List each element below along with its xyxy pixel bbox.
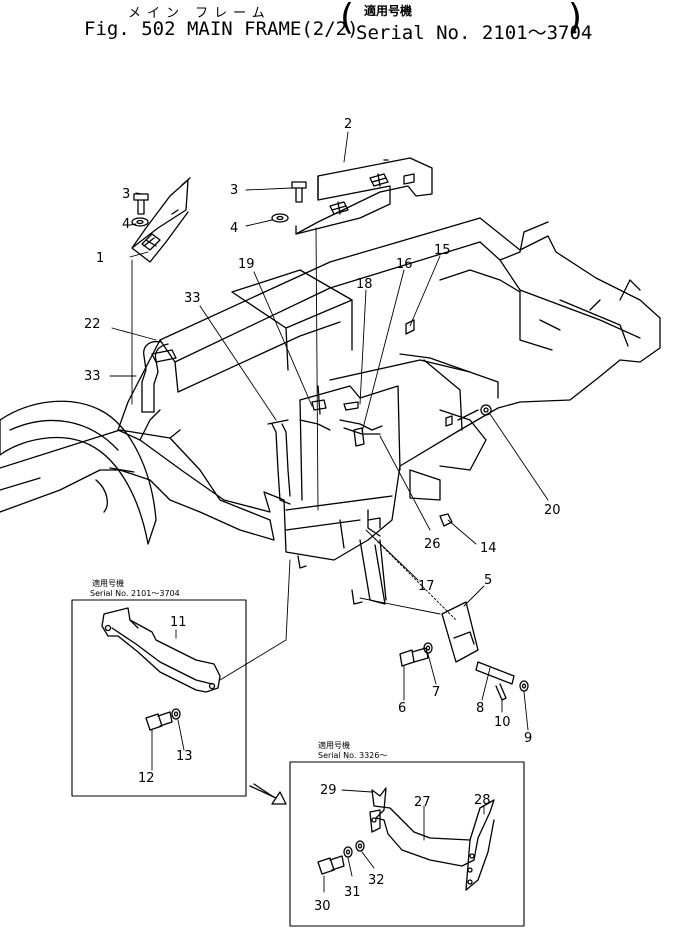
callout-11: 11 — [170, 615, 187, 630]
callout-16: 16 — [396, 257, 413, 272]
callout-33a: 33 — [184, 291, 201, 306]
callout-29: 29 — [320, 783, 337, 798]
title-jp: メイン フレーム — [128, 6, 271, 21]
callout-14: 14 — [480, 541, 497, 556]
inset-b-box — [289, 761, 525, 927]
main-frame — [117, 217, 661, 605]
callout-12: 12 — [138, 771, 155, 786]
callout-17: 17 — [418, 579, 435, 594]
inset-a-box — [71, 599, 247, 797]
inset-b-jp: 適用号機 — [318, 740, 350, 750]
callout-4a: 4 — [122, 217, 130, 232]
callout-19: 19 — [238, 257, 255, 272]
callout-6: 6 — [398, 701, 406, 716]
callout-3a: 3 — [122, 187, 130, 202]
callout-15: 15 — [434, 243, 451, 258]
callout-13: 13 — [176, 749, 193, 764]
callout-7: 7 — [432, 685, 440, 700]
title-open-paren: ( — [340, 0, 355, 38]
inset-a-jp: 適用号機 — [92, 578, 124, 588]
leader-lines — [109, 131, 549, 731]
bracket-part-1 — [131, 177, 191, 263]
callout-27: 27 — [414, 795, 431, 810]
title-serial: Serial No. 2101～3704 — [356, 22, 593, 44]
direction-arrow — [249, 783, 287, 805]
fitting-parts — [311, 319, 492, 527]
callout-30: 30 — [314, 899, 331, 914]
callout-2: 2 — [344, 117, 352, 132]
callout-32: 32 — [368, 873, 385, 888]
title-close-paren: ) — [568, 0, 583, 38]
title-main: Fig. 502 MAIN FRAME(2/2) — [84, 18, 359, 40]
callout-28: 28 — [474, 793, 491, 808]
callout-26: 26 — [424, 537, 441, 552]
callout-9: 9 — [524, 731, 532, 746]
inset-b-serial: Serial No. 3326～ — [318, 751, 387, 760]
callout-33b: 33 — [84, 369, 101, 384]
callout-31: 31 — [344, 885, 361, 900]
cover-part-5 — [399, 601, 529, 701]
callout-3b: 3 — [230, 183, 238, 198]
callout-22: 22 — [84, 317, 101, 332]
callout-8: 8 — [476, 701, 484, 716]
plate-part-2 — [271, 157, 433, 235]
hose-assembly — [141, 340, 383, 505]
callout-18: 18 — [356, 277, 373, 292]
title-serial-jp: 適用号機 — [364, 4, 413, 18]
callout-1: 1 — [96, 251, 104, 266]
callout-4b: 4 — [230, 221, 238, 236]
axle-fender — [0, 400, 275, 545]
callout-5: 5 — [484, 573, 492, 588]
callout-20: 20 — [544, 503, 561, 518]
callout-10: 10 — [494, 715, 511, 730]
inset-a-serial: Serial No. 2101～3704 — [90, 589, 180, 598]
